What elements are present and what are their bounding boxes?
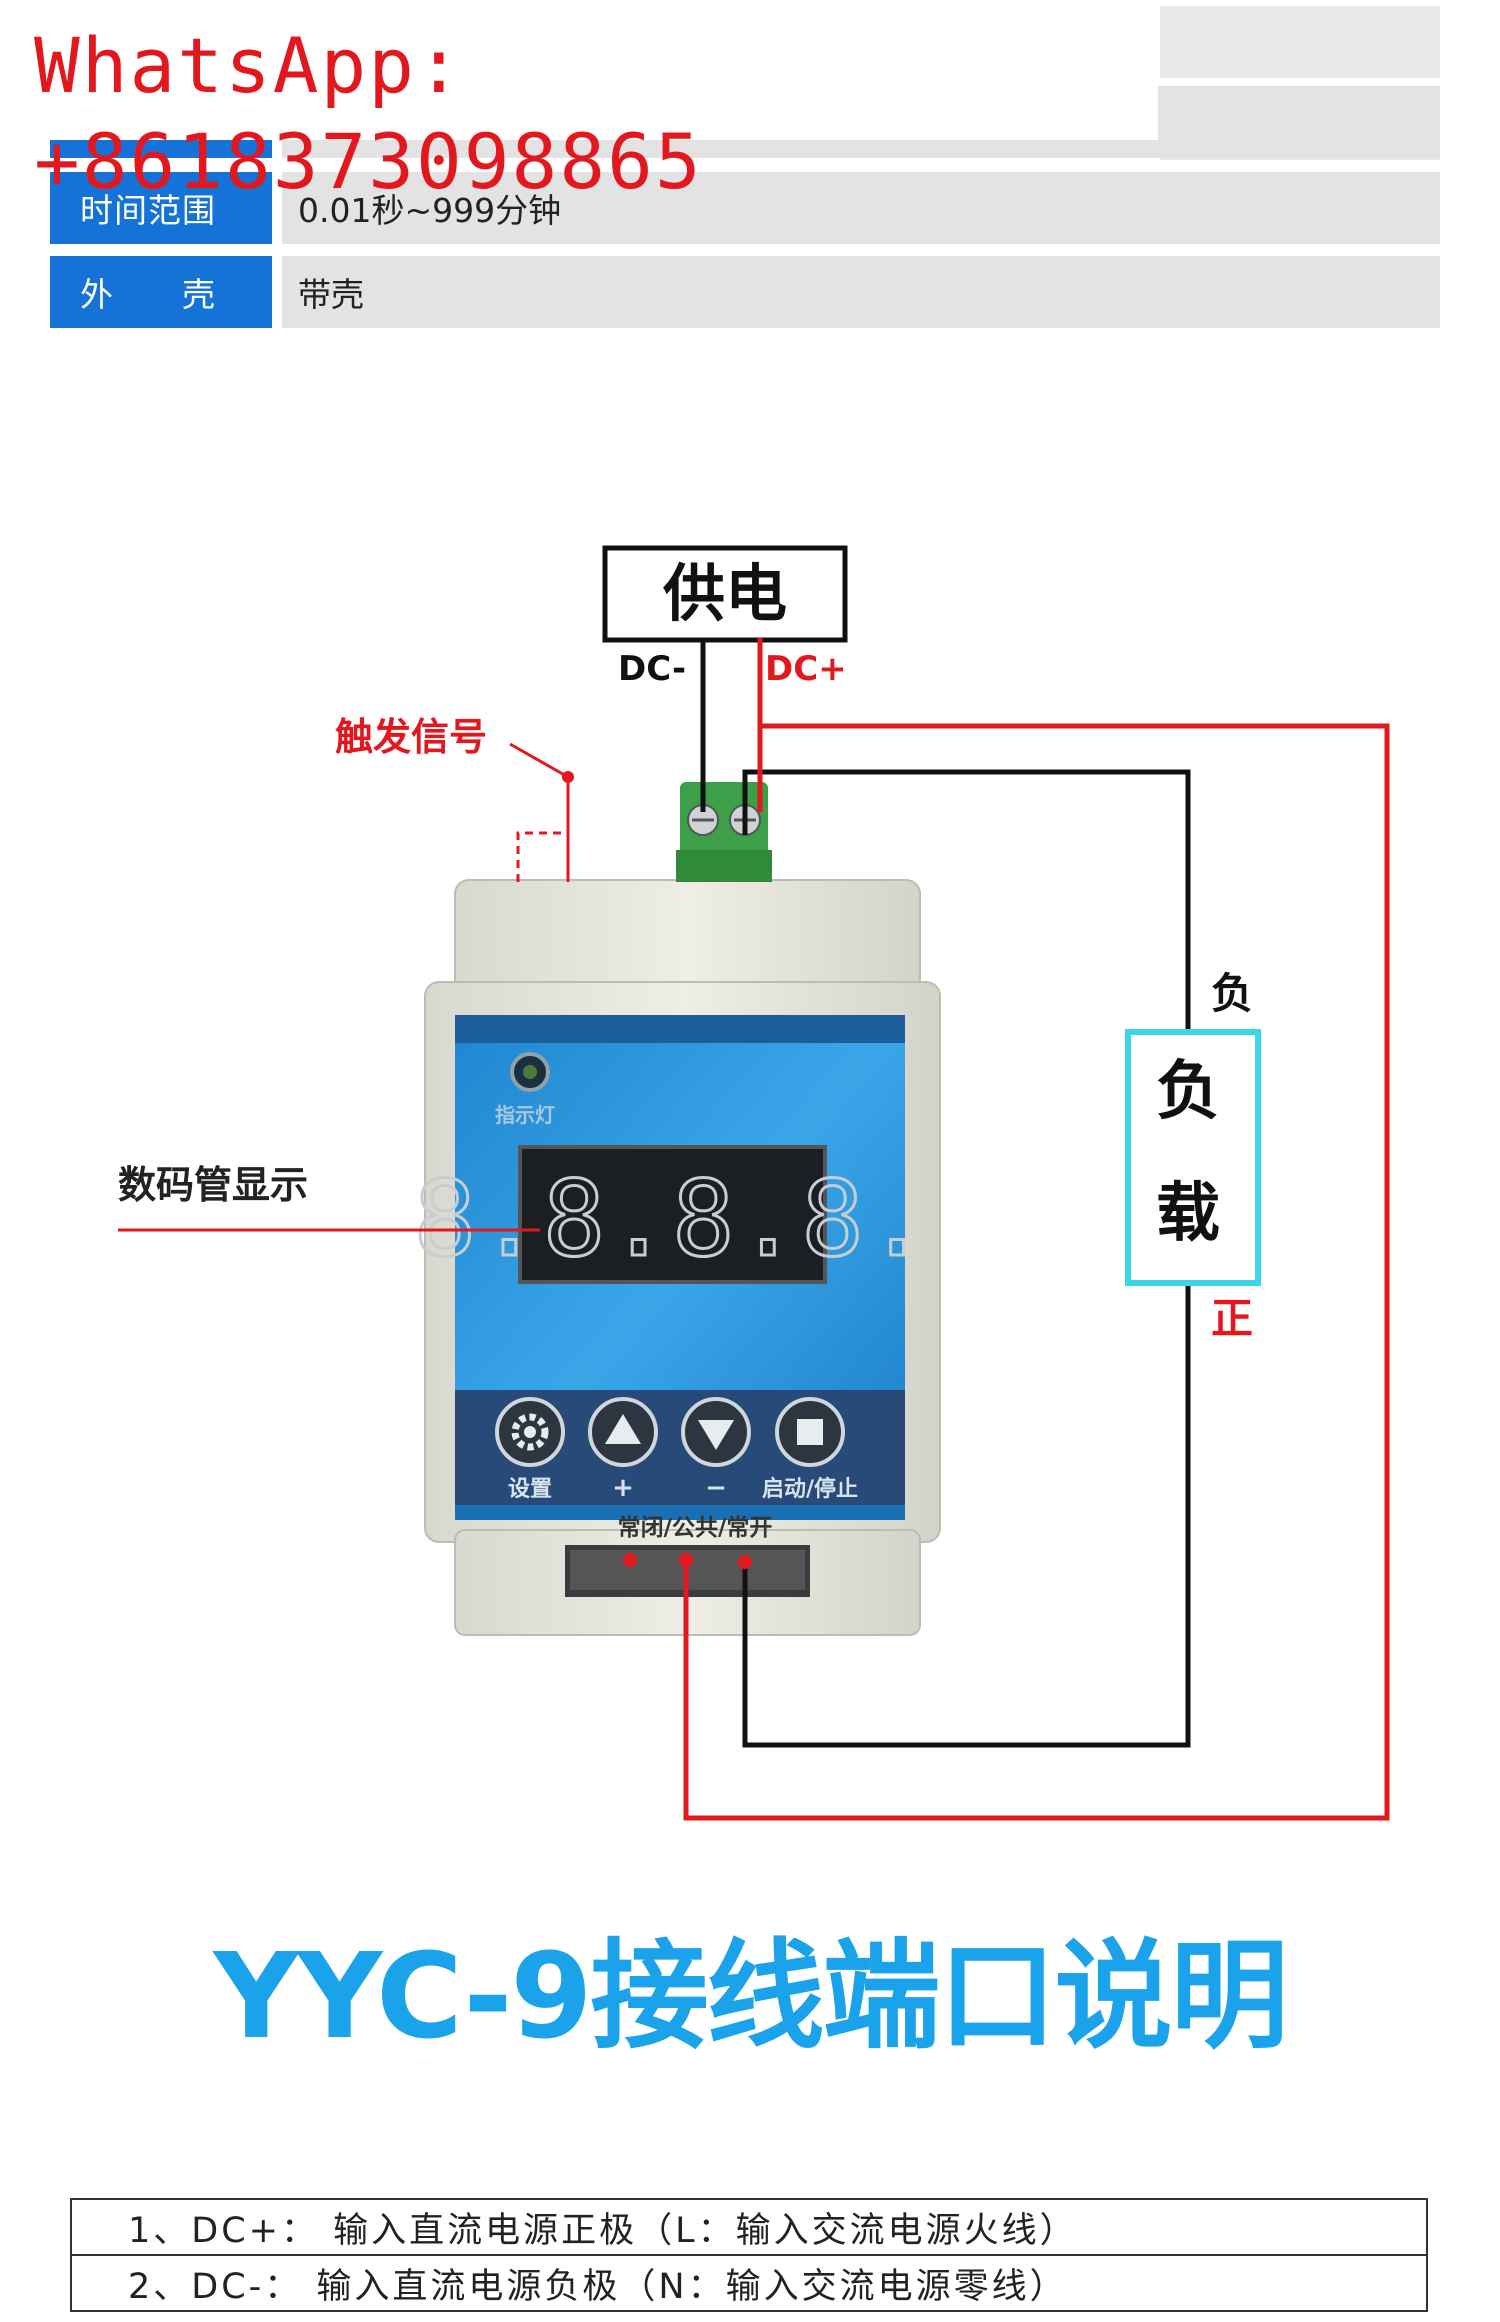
red-wire <box>683 638 1390 1821</box>
start-stop-button[interactable]: 启动/停止 <box>762 1397 858 1502</box>
spec-row-time-range: 时间范围 0.01秒~999分钟 <box>50 172 1440 244</box>
settings-button[interactable]: 设置 <box>495 1397 565 1502</box>
display-label: 数码管显示 <box>118 1163 308 1207</box>
settings-button-label: 设置 <box>508 1477 552 1502</box>
power-supply-box <box>602 545 848 643</box>
spec-value: 带壳 <box>282 256 1440 328</box>
load-negative-label: 负 <box>1211 969 1253 1018</box>
load-positive-label: 正 <box>1211 1294 1253 1343</box>
trigger-leader-line <box>509 742 569 779</box>
led-display <box>518 1145 827 1284</box>
up-arrow-icon <box>605 1414 641 1444</box>
minus-button[interactable]: − <box>681 1397 751 1503</box>
port-instructions-title: YYC-9接线端口说明 <box>213 1927 1288 2065</box>
dc-plus-label: DC+ <box>765 649 847 689</box>
led-display-digits: 8.8.8.8. <box>414 1158 931 1280</box>
load-box <box>1125 1029 1261 1286</box>
trigger-signal-label: 触发信号 <box>335 715 487 759</box>
down-arrow-icon <box>698 1420 734 1450</box>
relay-terminals-label: 常闭/公共/常开 <box>618 1515 773 1541</box>
plus-button[interactable]: + <box>588 1397 658 1503</box>
port-row-dc-plus: 1、DC+： 输入直流电源正极（L：输入交流电源火线） <box>72 2200 1426 2256</box>
load-label-bottom: 载 <box>1156 1177 1220 1251</box>
port-description-table: 1、DC+： 输入直流电源正极（L：输入交流电源火线） 2、DC-： 输入直流电… <box>70 2198 1428 2312</box>
wiring-diagram: 供电 DC- DC+ 指示灯 8.8.8.8. 设置 + − <box>118 545 1390 1821</box>
indicator-label: 指示灯 <box>495 1103 555 1127</box>
spec-row-housing: 外 壳 带壳 <box>50 256 1440 328</box>
black-wire <box>700 638 1191 1748</box>
plus-button-label: + <box>612 1473 634 1503</box>
load-label-top: 负 <box>1156 1055 1220 1129</box>
port-row-dc-minus: 2、DC-： 输入直流电源负极（N：输入交流电源零线） <box>72 2256 1426 2312</box>
spec-value: 0.01秒~999分钟 <box>282 172 1440 244</box>
spec-label: 时间范围 <box>50 172 272 244</box>
start-stop-button-label: 启动/停止 <box>762 1476 858 1502</box>
power-supply-label: 供电 <box>663 557 787 630</box>
spec-row-cropped <box>1160 6 1440 78</box>
stop-icon <box>797 1419 823 1445</box>
whatsapp-watermark: WhatsApp: +8618373098865 <box>0 0 1158 206</box>
spec-label: 外 壳 <box>50 256 272 328</box>
dc-minus-label: DC- <box>618 649 686 689</box>
minus-button-label: − <box>705 1473 727 1503</box>
gear-icon <box>511 1413 549 1451</box>
